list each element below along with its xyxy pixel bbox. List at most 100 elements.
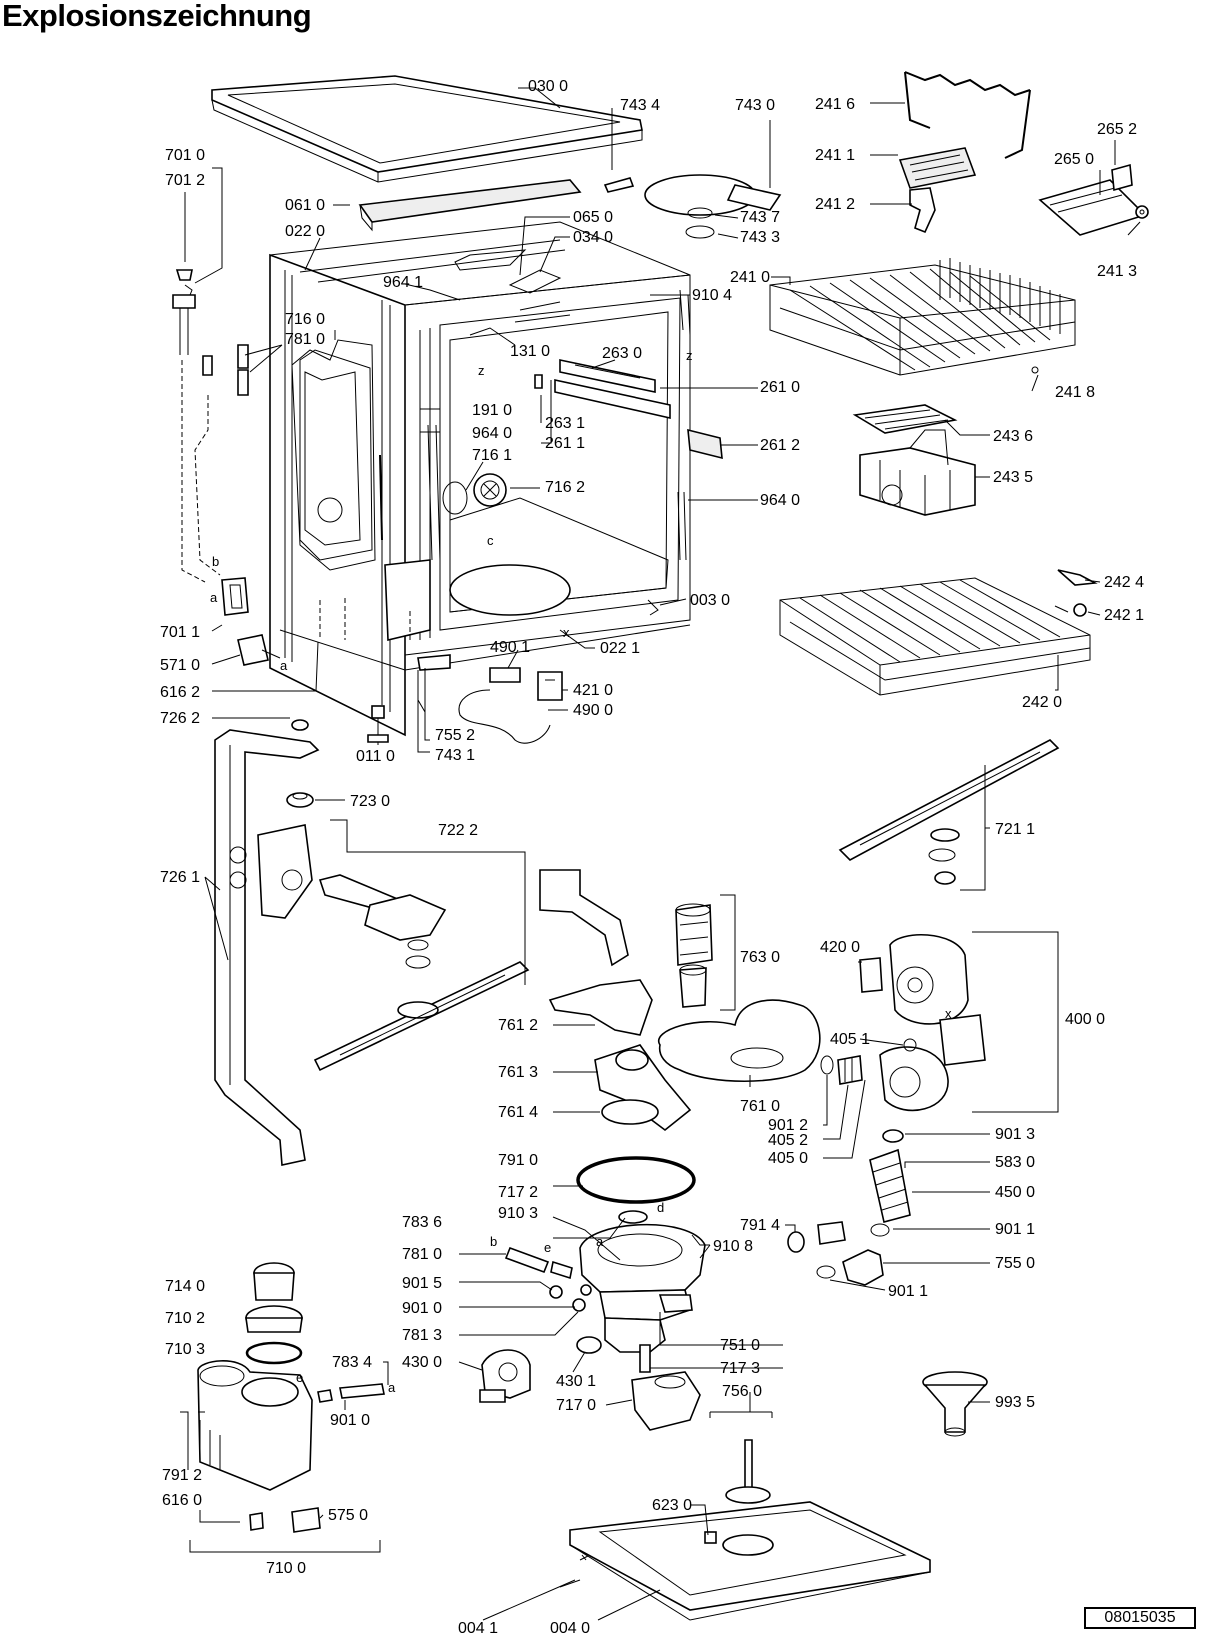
part-label: 034 0	[573, 229, 613, 246]
part-label: 993 5	[995, 1394, 1035, 1411]
letter-marker: b	[490, 1234, 497, 1249]
part-label: 781 0	[402, 1246, 442, 1263]
part-label: 261 2	[760, 437, 800, 454]
part-label: 243 6	[993, 428, 1033, 445]
upper-spray-arm-drawing	[838, 739, 1060, 885]
document-number: 08015035	[1084, 1607, 1196, 1629]
part-label: 743 4	[620, 97, 660, 114]
part-label: 263 1	[545, 415, 585, 432]
water-inlet-parts-drawing	[504, 1246, 592, 1312]
letter-marker: x	[945, 1006, 952, 1021]
door-hinge-drawing	[221, 577, 249, 616]
part-label: 783 4	[332, 1354, 372, 1371]
letter-marker: e	[296, 1370, 303, 1385]
letter-marker: c	[487, 533, 494, 548]
part-label: 022 0	[285, 223, 325, 240]
part-label: 743 0	[735, 97, 775, 114]
part-label: 783 6	[402, 1214, 442, 1231]
letter-marker: z	[478, 363, 485, 378]
part-label: 910 4	[692, 287, 732, 304]
detergent-parts-drawing	[442, 473, 507, 515]
part-label: 430 0	[402, 1354, 442, 1371]
sump-drawing	[579, 1210, 706, 1353]
door-switch-drawing	[237, 634, 281, 666]
part-label: 710 3	[165, 1341, 205, 1358]
part-label: 405 1	[830, 1031, 870, 1048]
part-label: 261 1	[545, 435, 585, 452]
seal-strip-drawings	[379, 424, 687, 561]
mains-cable-drawing	[458, 667, 563, 744]
leader-lines	[180, 87, 1141, 1621]
part-label: 241 8	[1055, 384, 1095, 401]
part-label: 964 0	[760, 492, 800, 509]
part-label: 716 1	[472, 447, 512, 464]
o-ring-drawing	[787, 1231, 805, 1253]
water-softener-drawing	[197, 1262, 385, 1533]
part-label: 131 0	[510, 343, 550, 360]
part-label: 761 4	[498, 1104, 538, 1121]
part-label: 241 2	[815, 196, 855, 213]
part-label: 065 0	[573, 209, 613, 226]
part-label: 791 4	[740, 1217, 780, 1234]
page-title: Explosionszeichnung	[2, 0, 312, 33]
part-label: 710 2	[165, 1310, 205, 1327]
circulation-pump-drawing	[859, 934, 986, 1112]
part-label: 242 4	[1104, 574, 1144, 591]
part-label: 242 0	[1022, 694, 1062, 711]
part-label: 791 2	[162, 1467, 202, 1484]
letter-marker: z	[686, 348, 693, 363]
part-label: 717 0	[556, 1397, 596, 1414]
part-label: 583 0	[995, 1154, 1035, 1171]
part-label: 743 3	[740, 229, 780, 246]
part-label: 616 2	[160, 684, 200, 701]
part-label: 571 0	[160, 657, 200, 674]
part-label: 723 0	[350, 793, 390, 810]
part-label: 003 0	[690, 592, 730, 609]
lower-spray-arm-drawing	[257, 824, 530, 1072]
part-label: 011 0	[356, 748, 395, 765]
part-label: 191 0	[472, 402, 512, 419]
part-label: 405 2	[768, 1132, 808, 1149]
cabinet-frame-drawing	[269, 221, 691, 737]
part-label: 763 0	[740, 949, 780, 966]
filter-drawing	[675, 903, 713, 1008]
adjustable-foot-drawing	[367, 705, 389, 743]
letter-marker: a	[280, 658, 288, 673]
part-label: 964 0	[472, 425, 512, 442]
funnel-drawing	[922, 1371, 988, 1437]
water-softener-valve-drawing	[631, 1344, 701, 1431]
part-label: 265 0	[1054, 151, 1094, 168]
part-label: 761 0	[740, 1098, 780, 1115]
part-label: 241 0	[730, 269, 770, 286]
part-label: 261 0	[760, 379, 800, 396]
connector-plate-drawing	[603, 174, 782, 239]
supply-tube-drawing	[214, 719, 320, 1166]
part-label: 781 0	[285, 331, 325, 348]
part-label: 241 3	[1097, 263, 1137, 280]
part-label: 901 1	[995, 1221, 1035, 1238]
worktop-drawing	[211, 75, 643, 183]
part-label: 243 5	[993, 469, 1033, 486]
part-label: 716 0	[285, 311, 325, 328]
pump-hose-drawing	[816, 1249, 884, 1286]
cable-dashes	[181, 360, 411, 640]
part-label: 623 0	[652, 1497, 692, 1514]
side-insulation-drawing	[291, 339, 376, 571]
part-label: 701 0	[165, 147, 205, 164]
letter-marker: b	[212, 554, 219, 569]
part-label: 701 2	[165, 172, 205, 189]
part-label: 751 0	[720, 1337, 760, 1354]
part-label: 964 1	[383, 274, 423, 291]
part-label: 910 8	[713, 1238, 753, 1255]
part-label: 901 1	[888, 1283, 928, 1300]
part-label: 716 2	[545, 479, 585, 496]
part-label: 263 0	[602, 345, 642, 362]
part-label: 901 2	[768, 1117, 808, 1134]
letter-marker: a	[388, 1380, 396, 1395]
part-label: 721 1	[995, 821, 1035, 838]
part-label: 575 0	[328, 1507, 368, 1524]
part-label: 450 0	[995, 1184, 1035, 1201]
part-label: 910 3	[498, 1205, 538, 1222]
part-label: 743 7	[740, 209, 780, 226]
part-label: 726 1	[160, 869, 200, 886]
